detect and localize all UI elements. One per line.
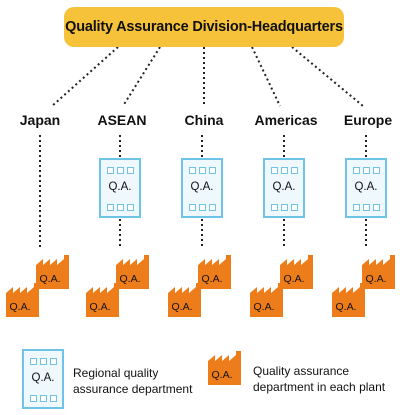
plant-qa-label: Q.A. (9, 301, 30, 313)
building-window (189, 204, 196, 211)
plant-qa-label: Q.A. (171, 301, 192, 313)
factory-icon (198, 255, 231, 289)
building-window (209, 167, 216, 174)
plant-qa-label: Q.A. (253, 301, 274, 313)
building-window (373, 167, 380, 174)
regional-qa-americas: Q.A. (263, 158, 305, 218)
connector-hq-asean (122, 46, 161, 107)
building-window (40, 395, 47, 402)
building-window (127, 167, 134, 174)
plant-icon-japan-front: Q.A. (6, 283, 39, 317)
regional-qa-asean: Q.A. (99, 158, 141, 218)
regional-qa-china: Q.A. (181, 158, 223, 218)
building-window (30, 358, 37, 365)
plant-icon-asean-back: Q.A. (116, 255, 149, 289)
building-window (50, 395, 57, 402)
building-window (199, 167, 206, 174)
building-window (291, 167, 298, 174)
factory-icon (86, 283, 119, 317)
regional-qa-label: Q.A. (31, 372, 55, 384)
region-label-asean: ASEAN (97, 112, 147, 128)
plant-qa-label: Q.A. (89, 301, 110, 313)
plant-qa-label: Q.A. (283, 273, 304, 285)
plant-icon-china-back: Q.A. (198, 255, 231, 289)
plant-icon-japan-back: Q.A. (36, 255, 69, 289)
factory-icon (208, 351, 241, 385)
building-window (107, 167, 114, 174)
regional-qa-label: Q.A. (190, 181, 214, 193)
regional-qa-label: Q.A. (354, 181, 378, 193)
building-window (281, 167, 288, 174)
factory-icon (250, 283, 283, 317)
building-window (271, 204, 278, 211)
factory-icon (332, 283, 365, 317)
region-label-europe: Europe (343, 112, 393, 128)
plant-qa-label: Q.A. (119, 273, 140, 285)
building-window (199, 204, 206, 211)
connector-hq-europe (291, 46, 364, 107)
regional-qa-europe: Q.A. (345, 158, 387, 218)
plant-icon-asean-front: Q.A. (86, 283, 119, 317)
region-label-americas: Americas (254, 112, 318, 128)
building-window (117, 204, 124, 211)
building-window (271, 167, 278, 174)
headquarters-title: Quality Assurance Division-Headquarters (65, 19, 343, 35)
factory-icon (168, 283, 201, 317)
factory-icon (362, 255, 395, 289)
legend-regional-icon: Q.A. (22, 349, 64, 409)
legend-plant-line1: Quality assurance (253, 364, 350, 378)
headquarters-box: Quality Assurance Division-Headquarters (64, 7, 344, 47)
regional-qa-label: Q.A. (108, 181, 132, 193)
region-label-japan: Japan (19, 112, 61, 128)
plant-icon-europe-front: Q.A. (332, 283, 365, 317)
building-window (107, 204, 114, 211)
regional-qa-label: Q.A. (272, 181, 296, 193)
region-label-china: China (184, 112, 224, 128)
building-window (353, 167, 360, 174)
factory-icon (280, 255, 313, 289)
building-window (30, 395, 37, 402)
plant-icon-americas-front: Q.A. (250, 283, 283, 317)
building-window (373, 204, 380, 211)
plant-qa-label: Q.A. (335, 301, 356, 313)
factory-icon (116, 255, 149, 289)
legend-plant-line2: department in each plant (253, 380, 386, 394)
building-window (291, 204, 298, 211)
plant-qa-label: Q.A. (39, 273, 60, 285)
plant-qa-label: Q.A. (365, 273, 386, 285)
plant-icon-europe-back: Q.A. (362, 255, 395, 289)
legend-regional-text: Regional quality assurance department (73, 365, 192, 397)
legend-plant-text: Quality assurance department in each pla… (253, 363, 385, 395)
plant-qa-label: Q.A. (201, 273, 222, 285)
building-window (281, 204, 288, 211)
building-window (189, 167, 196, 174)
building-window (127, 204, 134, 211)
factory-icon (36, 255, 69, 289)
building-window (363, 204, 370, 211)
building-window (353, 204, 360, 211)
legend-regional-line1: Regional quality (73, 366, 159, 380)
building-window (363, 167, 370, 174)
legend-regional-line2: assurance department (73, 382, 193, 396)
building-window (117, 167, 124, 174)
building-window (209, 204, 216, 211)
plant-icon-china-front: Q.A. (168, 283, 201, 317)
factory-icon (6, 283, 39, 317)
building-window (50, 358, 57, 365)
building-window (40, 358, 47, 365)
connector-hq-americas (251, 46, 281, 107)
plant-qa-label: Q.A. (211, 369, 232, 381)
legend-plant-icon: Q.A. (208, 351, 241, 385)
plant-icon-americas-back: Q.A. (280, 255, 313, 289)
